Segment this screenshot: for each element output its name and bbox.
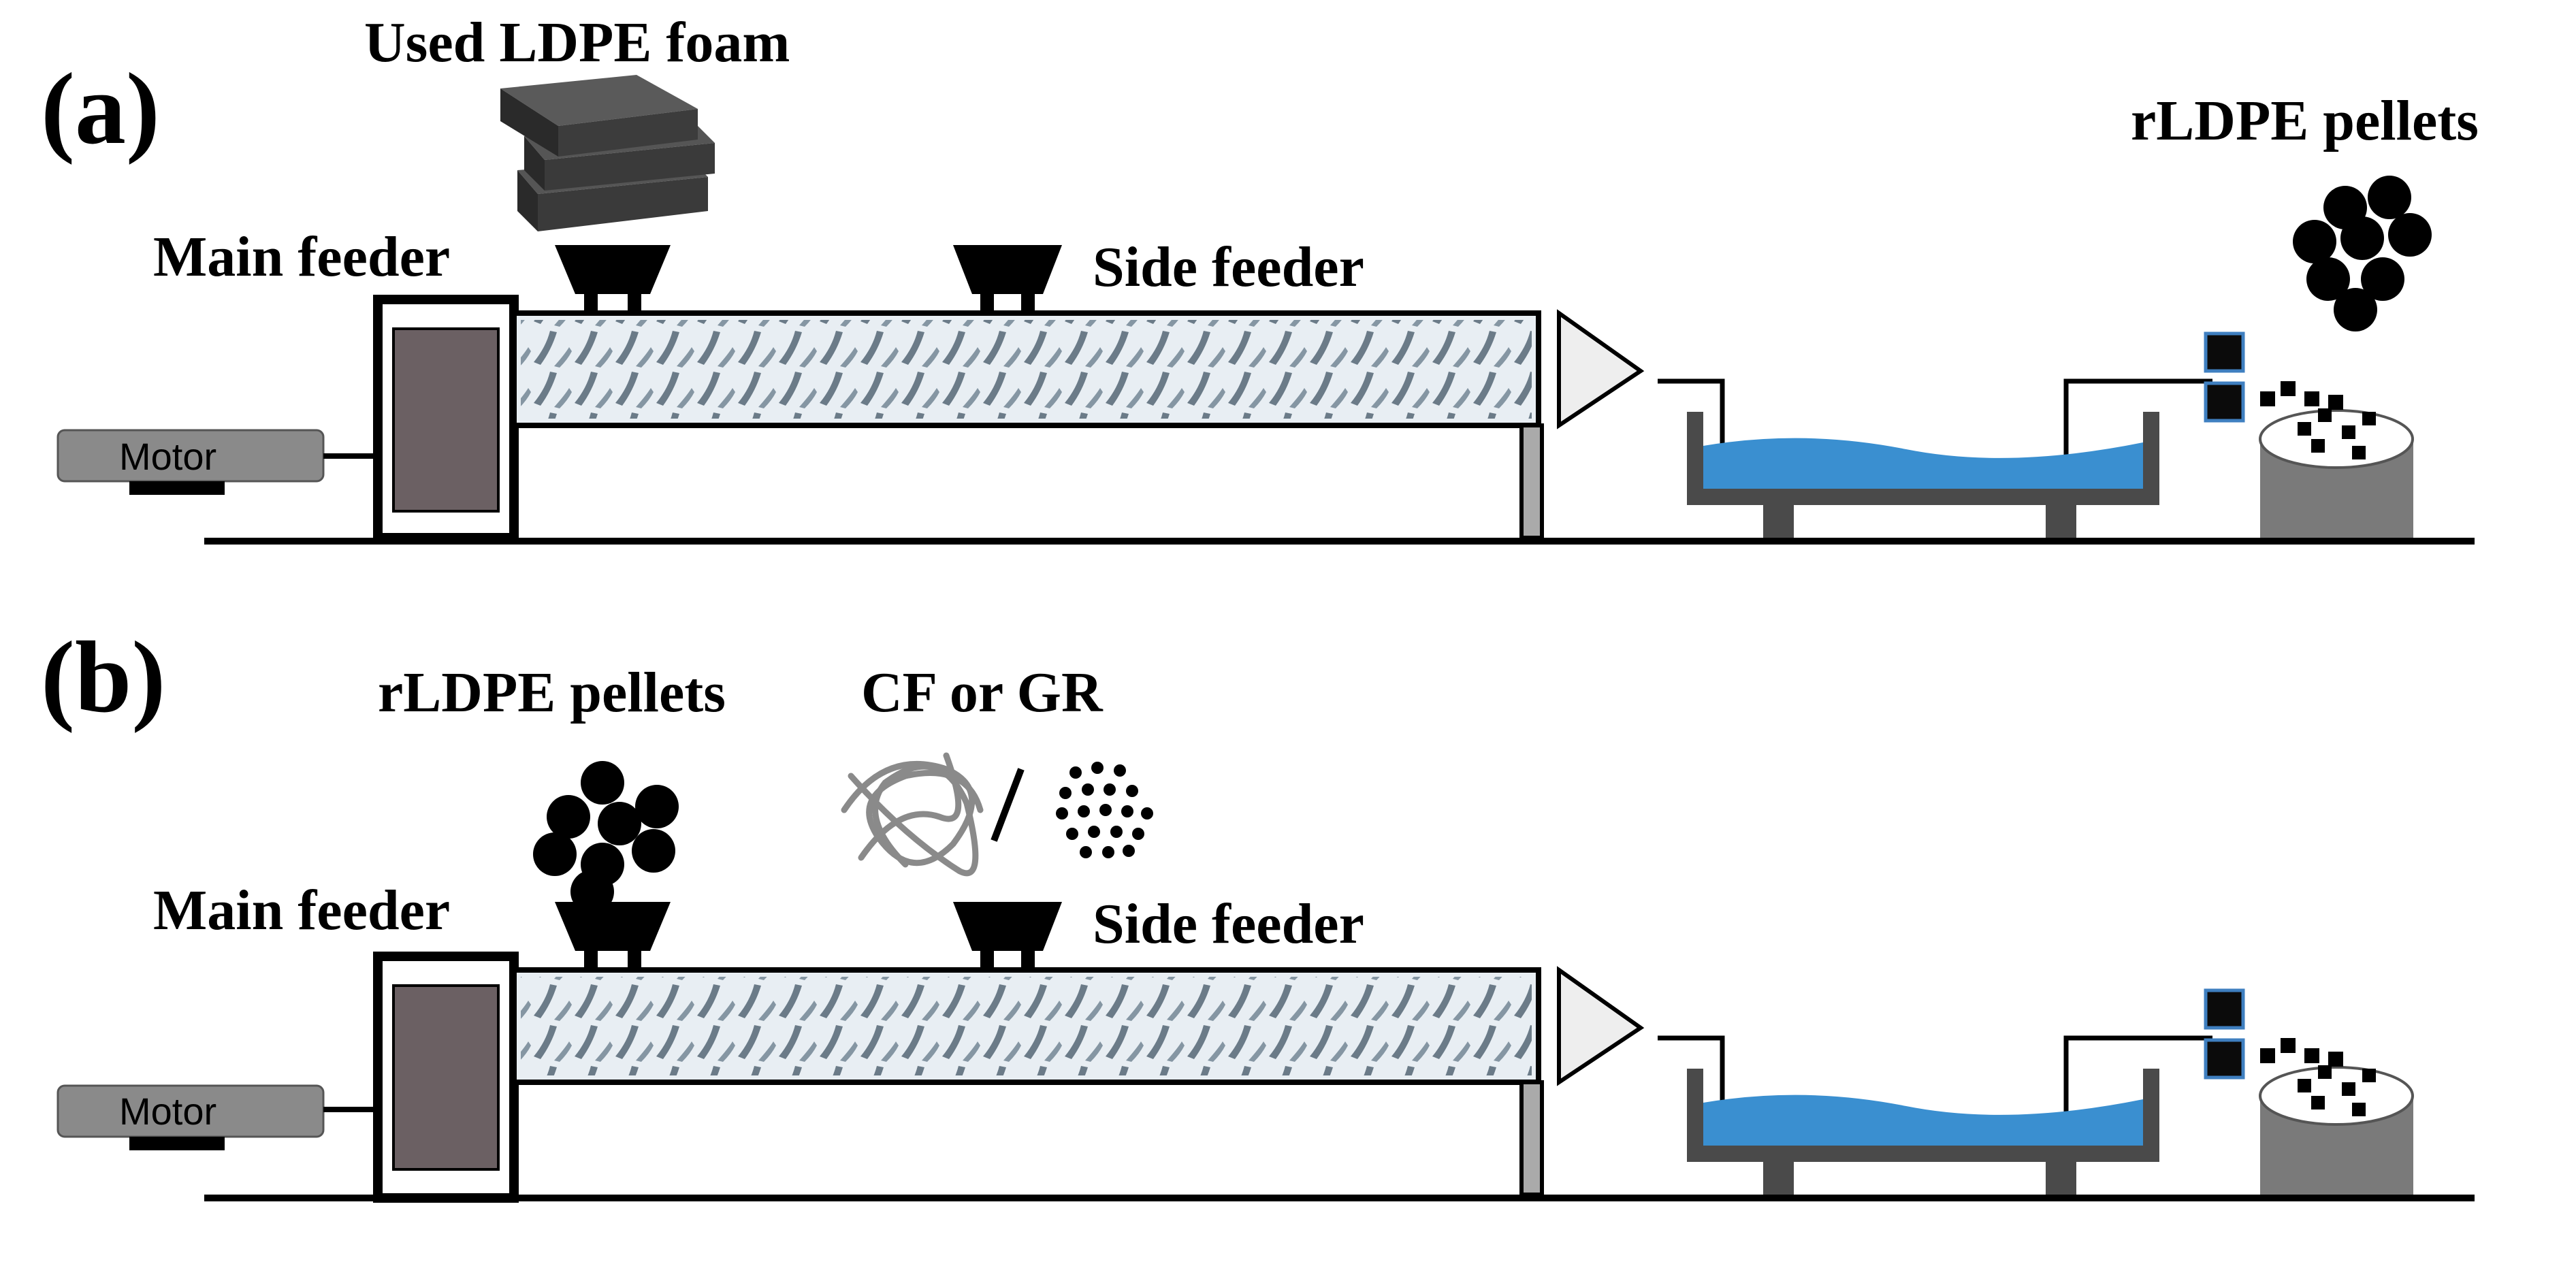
collection-bin: [2259, 381, 2414, 541]
extrusion-die: [1557, 966, 1645, 1086]
pellets-icon: [533, 761, 679, 913]
motor: Motor: [57, 1084, 378, 1150]
rldpe-pellets-input-label: rLDPE pellets: [378, 661, 726, 724]
motor-label-b: Motor: [119, 1090, 216, 1133]
main-feeder-label: Main feeder: [153, 225, 450, 289]
panel-b: (b) rLDPE pellets CF or GR Main feeder S…: [41, 621, 2475, 1203]
main-feeder-hopper: [555, 245, 671, 313]
foam-blocks-icon: [500, 75, 715, 231]
water-bath: [1687, 1069, 2159, 1196]
separator-slash: [991, 768, 1025, 842]
panel-a: (a) Used LDPE foam rLDPE pellets Main fe…: [41, 11, 2479, 545]
main-feeder-hopper: [555, 902, 671, 970]
side-feeder-hopper: [953, 245, 1062, 313]
rldpe-pellets-output-label: rLDPE pellets: [2131, 89, 2479, 152]
water-bath: [1687, 412, 2159, 539]
main-feeder-label-b: Main feeder: [153, 879, 450, 942]
extruder-barrel: [511, 967, 1544, 1197]
extruder-barrel: [511, 310, 1544, 540]
motor-label: Motor: [119, 435, 216, 478]
side-feeder-label: Side feeder: [1093, 236, 1364, 299]
pelletizer-rollers: [2204, 331, 2245, 423]
granules-icon: [1056, 762, 1153, 858]
motor: Motor: [57, 429, 378, 495]
drive-box: [373, 952, 519, 1203]
extrusion-die: [1557, 309, 1645, 430]
pellets-icon: [2293, 176, 2432, 331]
carbon-fiber-icon: [841, 752, 984, 877]
cf-or-gr-label: CF or GR: [861, 661, 1104, 724]
drive-box: [373, 295, 519, 542]
side-feeder-hopper: [953, 902, 1062, 970]
side-feeder-label-b: Side feeder: [1093, 892, 1364, 956]
panel-a-tag: (a): [41, 52, 160, 165]
pelletizer-rollers: [2204, 988, 2245, 1080]
used-ldpe-foam-label: Used LDPE foam: [364, 11, 790, 74]
panel-b-tag: (b): [41, 621, 165, 734]
collection-bin: [2259, 1038, 2414, 1198]
